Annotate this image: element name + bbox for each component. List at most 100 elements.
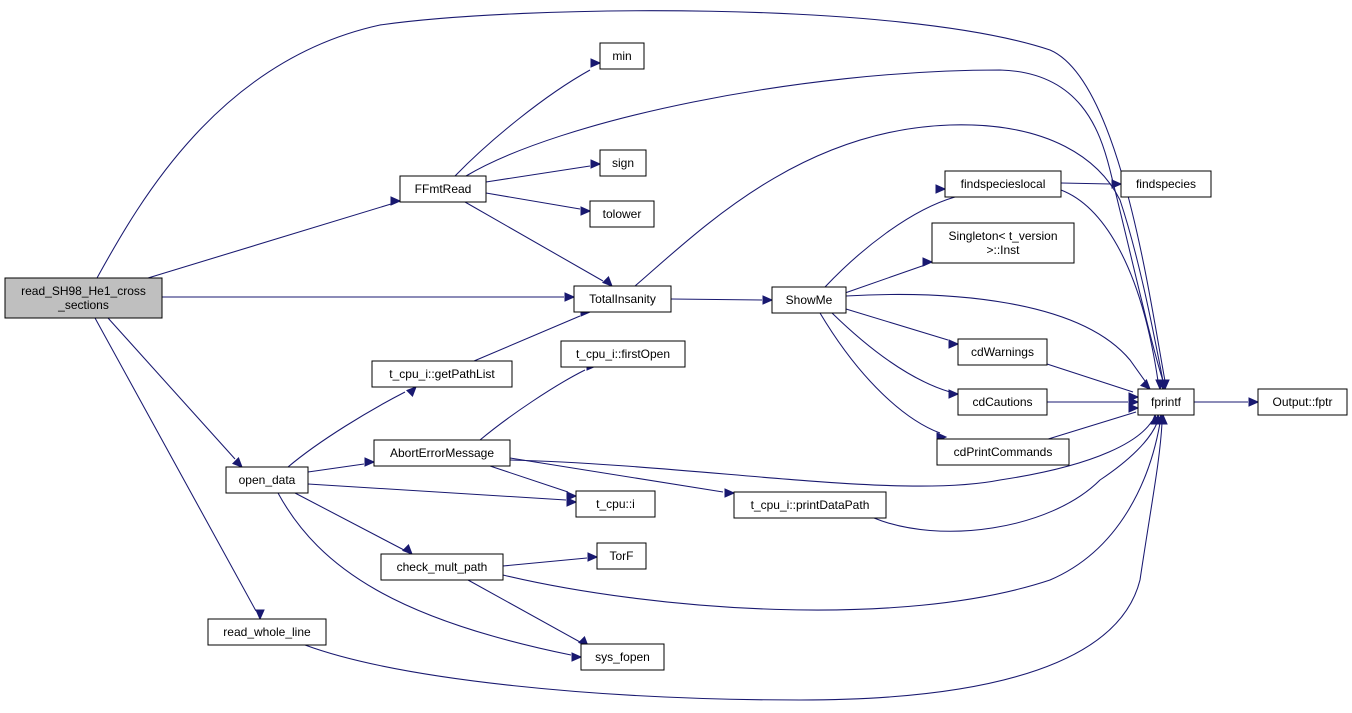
node-box <box>599 42 645 70</box>
arrowhead <box>232 457 243 468</box>
node-TorF[interactable]: TorF <box>596 542 647 570</box>
node-label: ShowMe <box>786 293 833 307</box>
node-cdWarnings[interactable]: cdWarnings <box>957 338 1048 366</box>
node-findspecies[interactable]: findspecies <box>1120 170 1212 198</box>
node-label: t_cpu_i::firstOpen <box>576 347 670 361</box>
node-box <box>589 200 655 228</box>
call-edge <box>107 317 236 460</box>
node-label: findspecieslocal <box>961 177 1046 191</box>
node-box <box>380 553 504 581</box>
node-box <box>771 286 847 314</box>
call-edge <box>1044 411 1137 441</box>
call-edge <box>845 293 1146 382</box>
call-edge <box>844 264 926 294</box>
arrowhead <box>1111 179 1123 189</box>
node-box <box>936 438 1070 466</box>
call-edge <box>277 492 572 656</box>
call-edge <box>845 308 949 341</box>
arrowhead <box>564 292 576 302</box>
call-edge <box>464 201 604 282</box>
call-edge <box>489 465 569 493</box>
arrowhead <box>1128 397 1140 407</box>
call-edge <box>479 369 586 441</box>
node-label: check_mult_path <box>397 560 488 574</box>
arrowhead <box>580 206 592 216</box>
node-fprintf[interactable]: fprintf <box>1137 388 1195 416</box>
node-firstOpen[interactable]: t_cpu_i::firstOpen <box>560 340 686 368</box>
node-label: cdPrintCommands <box>954 445 1053 459</box>
node-label: t_cpu_i::getPathList <box>389 367 495 381</box>
arrowhead <box>571 652 583 662</box>
nodes: read_SH98_He1_cross_sections FFmtRead min s… <box>4 42 1348 671</box>
node-OutputFptr[interactable]: Output::fptr <box>1257 388 1348 416</box>
arrowhead <box>390 196 402 206</box>
arrowhead <box>762 295 774 305</box>
call-edge <box>465 69 1164 382</box>
node-ShowMe[interactable]: ShowMe <box>771 286 847 314</box>
node-open_data[interactable]: open_data <box>225 466 309 494</box>
node-box <box>575 490 656 518</box>
node-AbortErrorMessage[interactable]: AbortErrorMessage <box>373 439 511 467</box>
node-sign[interactable]: sign <box>599 149 647 177</box>
arrowhead <box>922 257 934 267</box>
arrowhead <box>590 58 602 68</box>
node-label: t_cpu::i <box>596 497 635 511</box>
call-edge <box>94 317 257 612</box>
call-edge <box>509 420 1153 487</box>
node-box <box>596 542 647 570</box>
node-label: fprintf <box>1151 395 1182 409</box>
arrowhead <box>587 552 599 562</box>
node-check_mult_path[interactable]: check_mult_path <box>380 553 504 581</box>
call-edge <box>831 312 951 393</box>
node-label: Output::fptr <box>1272 395 1332 409</box>
node-label: sign <box>612 156 634 170</box>
node-cdCautions[interactable]: cdCautions <box>957 388 1048 416</box>
call-edge <box>307 463 365 473</box>
arrowhead <box>406 386 417 397</box>
call-edge <box>634 124 1164 382</box>
node-box <box>957 338 1048 366</box>
node-min[interactable]: min <box>599 42 645 70</box>
node-sys_fopen[interactable]: sys_fopen <box>580 643 665 671</box>
node-label: Singleton< t_version <box>948 229 1057 243</box>
arrowhead <box>1140 379 1151 390</box>
node-read_SH98[interactable]: read_SH98_He1_cross_sections <box>4 277 163 319</box>
node-SingletonInst[interactable]: Singleton< t_version>::Inst <box>931 222 1075 264</box>
call-edge <box>294 492 405 551</box>
call-edge <box>147 203 392 279</box>
node-label: _sections <box>57 298 109 312</box>
node-box <box>371 360 513 388</box>
arrowhead <box>1155 379 1165 391</box>
edges <box>94 10 1260 701</box>
node-box <box>1257 388 1348 416</box>
node-tolower[interactable]: tolower <box>589 200 655 228</box>
node-label: open_data <box>239 473 296 487</box>
node-t_cpu_i[interactable]: t_cpu::i <box>575 490 656 518</box>
node-TotalInsanity[interactable]: TotalInsanity <box>573 285 672 313</box>
node-findspecieslocal[interactable]: findspecieslocal <box>944 170 1062 198</box>
call-edge <box>1046 363 1134 393</box>
node-read_whole_line[interactable]: read_whole_line <box>207 618 327 646</box>
node-cdPrintCommands[interactable]: cdPrintCommands <box>936 438 1070 466</box>
node-getPathList[interactable]: t_cpu_i::getPathList <box>371 360 513 388</box>
arrowhead <box>724 488 736 498</box>
node-box <box>207 618 327 646</box>
node-label: TotalInsanity <box>589 292 656 306</box>
arrowhead <box>590 159 602 169</box>
arrowhead <box>602 276 613 287</box>
call-edge <box>509 457 724 493</box>
node-label: FFmtRead <box>415 182 472 196</box>
node-label: sys_fopen <box>595 650 650 664</box>
call-edge <box>1060 182 1112 185</box>
node-printDataPath[interactable]: t_cpu_i::printDataPath <box>733 491 887 519</box>
arrowhead <box>566 491 578 501</box>
arrowhead <box>1158 413 1168 425</box>
node-box <box>580 643 665 671</box>
call-edge <box>824 196 956 288</box>
node-label: tolower <box>603 207 642 221</box>
call-edge <box>1060 189 1159 382</box>
arrowhead <box>948 389 960 399</box>
node-FFmtRead[interactable]: FFmtRead <box>399 175 487 203</box>
node-box <box>560 340 686 368</box>
node-box <box>599 149 647 177</box>
